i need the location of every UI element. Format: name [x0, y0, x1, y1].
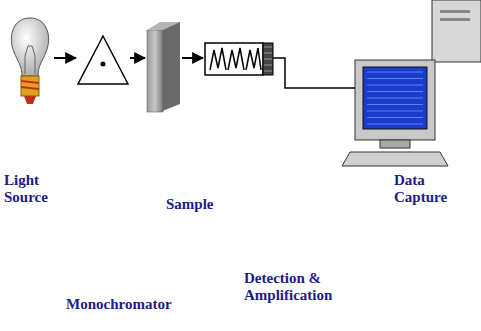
component-label: Light Source	[4, 172, 66, 206]
component-label: Sample	[166, 196, 246, 213]
component: Light Source	[8, 18, 52, 106]
component: Data Capture	[342, 0, 481, 168]
component: Sample	[147, 22, 180, 112]
computer	[342, 0, 481, 166]
sample-cell	[147, 22, 180, 112]
light-path-arrow	[130, 57, 145, 59]
light-path-arrow	[182, 57, 203, 59]
light-path-arrow	[54, 57, 76, 59]
detector	[205, 43, 273, 75]
signal-wire	[273, 58, 355, 88]
component-label: Data Capture	[394, 172, 474, 206]
component-label: Detection & Amplification	[244, 270, 356, 304]
light-bulb	[11, 18, 48, 104]
component: Detection & Amplification	[205, 42, 273, 76]
monochromator-prism	[78, 36, 128, 84]
component: Monochromator	[78, 34, 128, 86]
component-label: Monochromator	[66, 296, 186, 313]
